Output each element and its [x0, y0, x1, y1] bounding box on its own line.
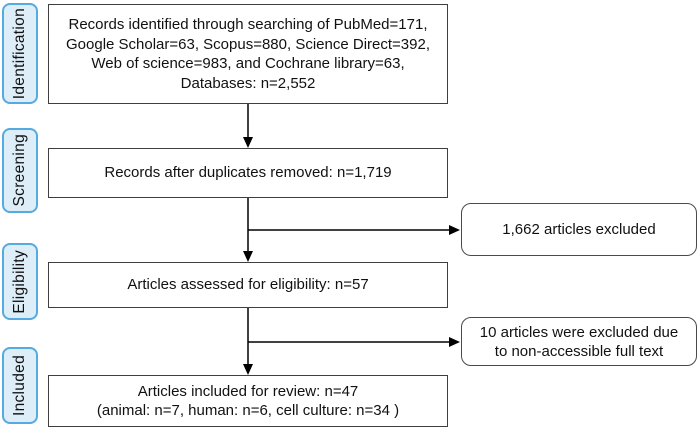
arrow-branch-to-full-text-excluded — [248, 337, 460, 347]
stage-label-identification: Identification — [2, 3, 38, 104]
box-text-line: to non-accessible full text — [494, 342, 664, 360]
stage-label-text: Screening — [11, 134, 28, 207]
box-text-line: Records identified through searching of … — [68, 16, 428, 33]
stage-label-included: Included — [2, 347, 38, 424]
box-text-line: Databases: n=2,552 — [180, 74, 316, 92]
box-assessed-eligibility: Articles assessed for eligibility: n=57 — [48, 262, 448, 308]
arrow-screening-to-eligibility — [243, 198, 253, 262]
box-text-line: 1,662 articles excluded — [502, 221, 656, 238]
box-text-line: Google Scholar=63, Scopus=880, Science D… — [66, 35, 430, 53]
box-articles-excluded: 1,662 articles excluded — [461, 203, 697, 256]
stage-label-text: Included — [11, 354, 28, 416]
box-duplicates-removed: Records after duplicates removed: n=1,71… — [48, 148, 448, 198]
box-text-line: Articles assessed for eligibility: n=57 — [127, 276, 369, 294]
arrow-identification-to-screening — [243, 104, 253, 148]
arrow-eligibility-to-included — [243, 308, 253, 375]
stage-label-screening: Screening — [2, 128, 38, 213]
stage-label-text: Identification — [11, 7, 28, 100]
stage-label-text: Eligibility — [11, 249, 28, 314]
box-records-identified: Records identified through searching of … — [48, 4, 448, 104]
box-text-line: 10 articles were excluded due — [479, 323, 679, 341]
box-text-line: (animal: n=7, human: n=6, cell culture: … — [96, 402, 400, 419]
box-included-review: Articles included for review: n=47 (anim… — [48, 375, 448, 427]
box-text-line: Records after duplicates removed: n=1,71… — [104, 164, 392, 182]
box-excluded-full-text: 10 articles were excluded due to non-acc… — [461, 317, 697, 366]
box-text-line: Web of science=983, and Cochrane library… — [91, 55, 405, 72]
stage-label-eligibility: Eligibility — [2, 243, 38, 320]
box-text-line: Articles included for review: n=47 — [137, 382, 359, 400]
arrow-branch-to-excluded — [248, 225, 460, 235]
